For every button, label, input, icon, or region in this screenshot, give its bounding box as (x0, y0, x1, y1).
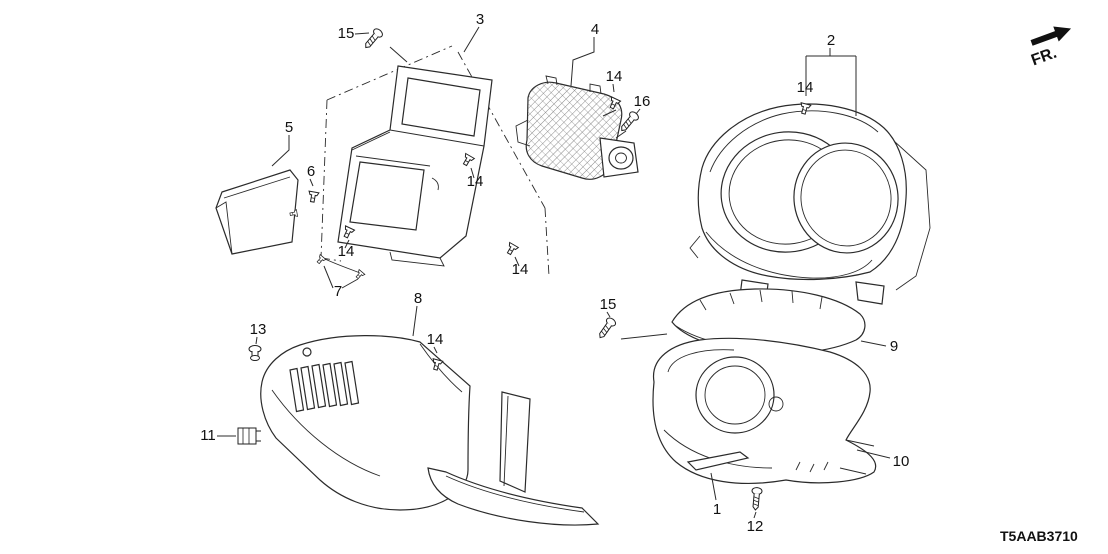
screw-icon (749, 486, 763, 511)
callout-12: 12 (747, 518, 764, 535)
leader-lines (217, 26, 891, 519)
screw-icon (361, 26, 385, 52)
callout-13: 13 (250, 321, 267, 338)
meter-visor (689, 103, 931, 305)
ignition-hole (768, 396, 784, 412)
display-opening (401, 77, 481, 137)
callout-14-b: 14 (797, 79, 814, 96)
callout-16: 16 (634, 93, 651, 110)
center-panel-garnish (337, 65, 493, 267)
callout-3: 3 (476, 11, 484, 28)
callout-2: 2 (827, 32, 835, 49)
column-cover-lower (652, 337, 877, 485)
callout-1: 1 (713, 501, 721, 518)
callout-4: 4 (591, 21, 599, 38)
callout-14-f: 14 (427, 331, 444, 348)
callout-5: 5 (285, 119, 293, 136)
callout-14-a: 14 (606, 68, 623, 85)
callout-15-b: 15 (600, 296, 617, 313)
callout-14-e: 14 (512, 261, 529, 278)
driver-lower-panel (260, 335, 600, 526)
visor-rear-panel (883, 131, 931, 291)
screw-icon (595, 315, 618, 341)
meter-opening-right (793, 142, 899, 254)
callout-10: 10 (893, 453, 910, 470)
grommet-icon (248, 345, 262, 361)
steering-column-hole (695, 356, 775, 434)
trim-wedge (686, 451, 750, 471)
console-opening (349, 161, 425, 231)
lower-sill-strip (427, 467, 600, 526)
callout-9: 9 (890, 338, 898, 355)
clip-icon (306, 190, 320, 204)
front-direction-indicator: FR. (1029, 26, 1072, 70)
panel-clip-icon (237, 427, 261, 445)
clip-icon (504, 242, 519, 257)
fasteners (237, 26, 812, 511)
heater-knob (608, 146, 634, 170)
front-direction-label: FR. (1029, 45, 1059, 70)
callout-15-a: 15 (338, 25, 355, 42)
callout-14-c: 14 (467, 173, 484, 190)
callout-7: 7 (334, 283, 342, 300)
clip-icon (314, 254, 327, 266)
front-arrow-icon (1030, 26, 1072, 46)
heater-control-unit (515, 75, 639, 180)
bracket-clip-set (314, 254, 366, 281)
callout-6: 6 (307, 163, 315, 180)
callout-14-d: 14 (338, 243, 355, 260)
pocket-lid (215, 169, 299, 255)
callout-8: 8 (414, 290, 422, 307)
callout-11: 11 (200, 427, 216, 444)
diagram-code: T5AAB3710 (1000, 528, 1078, 544)
